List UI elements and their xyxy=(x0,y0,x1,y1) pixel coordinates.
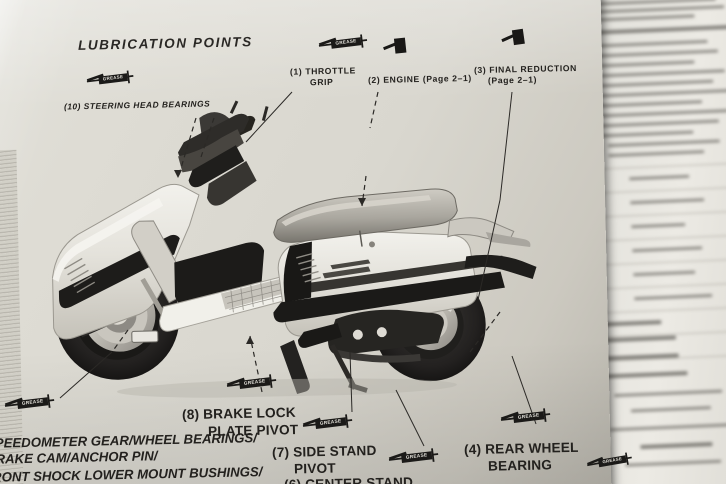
body-decal xyxy=(322,259,371,279)
callout-brake-lock-line1: (8) BRAKE LOCK xyxy=(181,404,296,423)
exhaust-pipe xyxy=(335,349,421,363)
grease-label: GREASE xyxy=(243,378,266,387)
callout-throttle-grip-line1: (1) THROTTLE xyxy=(289,65,357,77)
seat xyxy=(273,188,458,243)
center-stand-mount xyxy=(297,323,342,348)
callout-engine: (2) ENGINE (Page 2–1) xyxy=(367,72,472,86)
callout-center-stand: (6) CENTER STAND xyxy=(283,474,414,484)
grease-label: GREASE xyxy=(405,452,428,461)
side-cover-vents xyxy=(296,252,321,283)
grease-label: GREASE xyxy=(21,398,44,407)
scooter-drawing xyxy=(52,100,537,398)
scooter-illustration xyxy=(31,91,557,402)
oil-can-body xyxy=(511,28,525,46)
body-stripe-lower xyxy=(273,271,505,323)
grease-label: GREASE xyxy=(102,74,124,83)
oil-can-body xyxy=(393,37,407,54)
grease-label: GREASE xyxy=(319,418,342,427)
callout-rear-wheel-line1: (4) REAR WHEEL xyxy=(463,439,579,458)
body-stripe-upper xyxy=(284,255,505,297)
grease-label: GREASE xyxy=(335,38,357,47)
callout-rear-wheel-line2: BEARING xyxy=(487,457,553,474)
callout-final-reduction-line2: (Page 2–1) xyxy=(487,74,538,86)
fender-louvers xyxy=(64,257,96,294)
callout-side-stand-line1: (7) SIDE STAND xyxy=(271,442,377,461)
grease-label: GREASE xyxy=(517,412,540,421)
steering-column xyxy=(188,145,245,188)
callout-throttle-grip-line2: GRIP xyxy=(309,76,334,88)
cover-wedge xyxy=(283,241,312,303)
center-stand xyxy=(280,340,310,394)
